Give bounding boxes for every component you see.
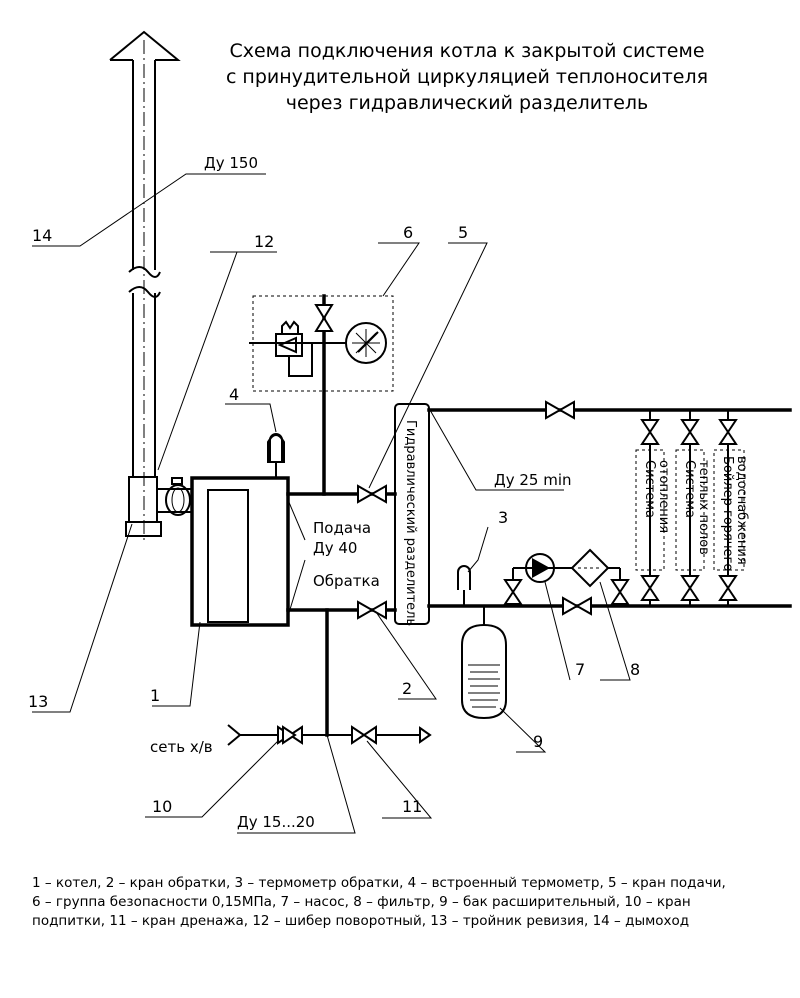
filter: [570, 548, 610, 588]
label-du150: Ду 150: [204, 154, 258, 172]
legend: 1 – котел, 2 – кран обратки, 3 – термоме…: [32, 874, 792, 931]
title-line-3: через гидравлический разделитель: [286, 92, 648, 114]
supply-valve: [357, 484, 387, 504]
secondary-return-line: [427, 596, 792, 616]
callout-1: 1: [150, 686, 160, 705]
heating-label-2: отопления: [656, 460, 671, 533]
callout-6: 6: [403, 223, 413, 242]
legend-line-1: 1 – котел, 2 – кран обратки, 3 – термоме…: [32, 875, 726, 891]
hydro-separator-label: Гидравлический разделитель: [403, 420, 418, 626]
callout-9: 9: [533, 732, 543, 751]
boiler: [190, 434, 290, 627]
label-supply: Подача: [313, 519, 371, 537]
label-water-net: сеть х/в: [150, 738, 213, 756]
hydraulic-separator: Гидравлический разделитель: [394, 403, 430, 626]
circulation-pump: [525, 553, 555, 583]
title-line-2: с принудительной циркуляцией теплоносите…: [226, 66, 708, 88]
floor-label-1: Система: [682, 460, 697, 518]
title-line-1: Схема подключения котла к закрытой систе…: [229, 40, 704, 62]
callout-4: 4: [229, 385, 239, 404]
label-du40: Ду 40: [313, 539, 357, 557]
boiler-label-1: Бойлер горячего: [720, 456, 735, 571]
legend-line-3: подпитки, 11 – кран дренажа, 12 – шибер …: [32, 913, 690, 929]
floor-label-2: теплых полов: [696, 460, 711, 555]
callout-12: 12: [254, 232, 274, 251]
leader-lines: [32, 173, 631, 834]
chimney: [109, 30, 181, 540]
label-return: Обратка: [313, 572, 380, 590]
callout-11: 11: [402, 797, 422, 816]
makeup-drain-line: [227, 608, 432, 746]
pump-bypass: [503, 567, 630, 606]
heating-system: Система отопления: [635, 410, 671, 606]
label-du15-20: Ду 15...20: [237, 813, 315, 831]
secondary-supply-line: [427, 400, 792, 420]
callout-5: 5: [458, 223, 468, 242]
hot-water-boiler: Бойлер горячего водоснабжения: [713, 410, 749, 606]
callout-2: 2: [402, 679, 412, 698]
expansion-tank: [461, 606, 507, 720]
callout-13: 13: [28, 692, 48, 711]
boiler-label-2: водоснабжения: [734, 456, 749, 565]
callout-numbers: 1 2 3 4 5 6 7 8 9 10 11 12 13 14: [28, 223, 640, 816]
return-valve: [357, 600, 387, 620]
label-du25: Ду 25 min: [494, 471, 572, 489]
builtin-thermometer: [269, 433, 283, 478]
diagram-title: Схема подключения котла к закрытой систе…: [226, 40, 708, 114]
callout-14: 14: [32, 226, 52, 245]
callout-7: 7: [575, 660, 585, 679]
callout-8: 8: [630, 660, 640, 679]
return-thermometer: [457, 565, 471, 606]
callout-10: 10: [152, 797, 172, 816]
callout-3: 3: [498, 508, 508, 527]
heating-label-1: Система: [642, 460, 657, 518]
rotary-damper: [165, 477, 191, 516]
pipe-labels: Ду 150 Ду 25 min Подача Ду 40 Обратка се…: [150, 154, 572, 831]
safety-group: [249, 294, 394, 496]
legend-line-2: 6 – группа безопасности 0,15МПа, 7 – нас…: [32, 894, 691, 910]
floor-heating-system: Система теплых полов: [675, 410, 711, 606]
